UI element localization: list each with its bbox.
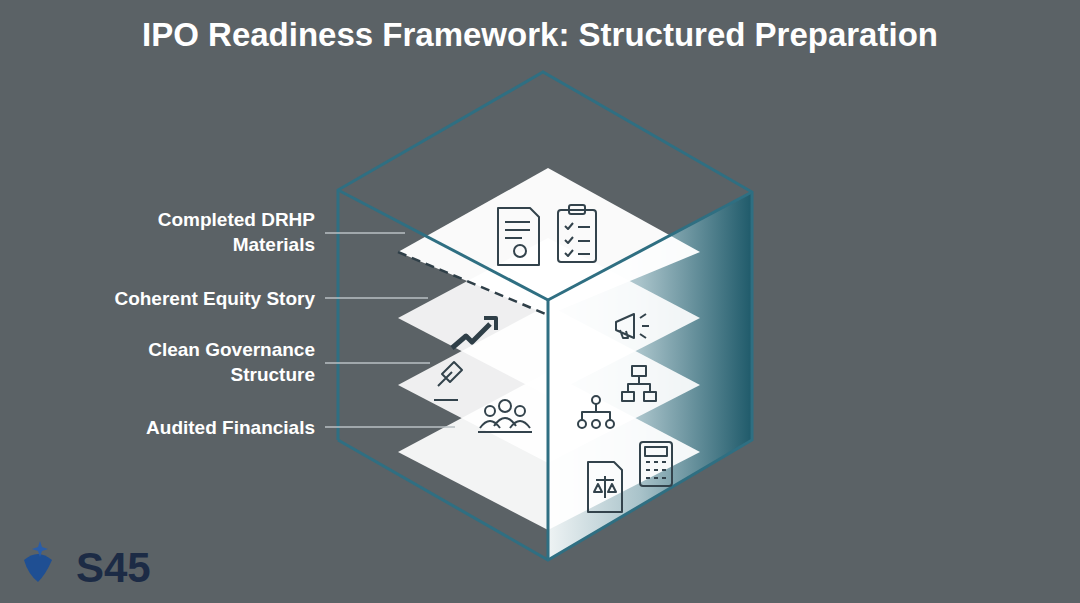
- icon: [434, 205, 672, 512]
- layer-label: Clean Governance Structure: [135, 337, 315, 387]
- layer-plane: [398, 168, 700, 315]
- logo-text: S45: [76, 543, 196, 593]
- box-outline: [338, 72, 752, 560]
- layer-label: Coherent Equity Story: [35, 286, 315, 311]
- leader-line: [325, 233, 455, 427]
- layer-label: Audited Financials: [35, 415, 315, 440]
- title: IPO Readiness Framework: Structured Prep…: [0, 16, 1080, 54]
- logo-mark: [24, 541, 52, 582]
- layer-label: Completed DRHP Materials: [135, 207, 315, 257]
